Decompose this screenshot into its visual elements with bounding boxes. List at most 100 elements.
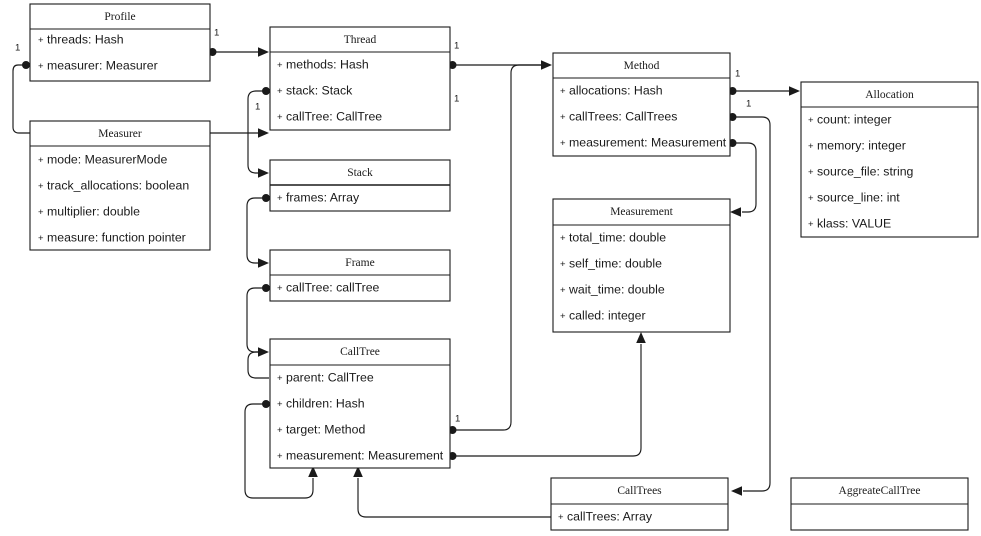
class-attr-measurement-1-marker: + <box>560 259 566 270</box>
edge-method-measurement-measurement[interactable] <box>728 138 757 217</box>
class-box-thread[interactable]: Thread + methods: Hash + stack: Stack + … <box>269 26 451 131</box>
class-attr-stack-0-marker: + <box>277 193 283 204</box>
class-attr-calltree-0-marker: + <box>277 373 283 384</box>
multiplicity-label: 1 <box>455 414 460 425</box>
class-attr-measurement-1: self_time: double <box>569 256 662 270</box>
class-attr-measurement-3: called: integer <box>569 308 646 322</box>
class-attr-profile-0-marker: + <box>38 35 44 46</box>
class-attr-calltree-3: measurement: Measurement <box>286 448 444 462</box>
multiplicity-label: 1 <box>15 43 20 54</box>
edge-calltree-target-method[interactable] <box>448 64 545 434</box>
class-attr-profile-1-marker: + <box>38 61 44 72</box>
edge-calltree-parent-self[interactable] <box>247 351 269 379</box>
edge-stack-frames-frame[interactable] <box>246 193 270 268</box>
class-attr-measurer-1-marker: + <box>38 181 44 192</box>
multiplicity-label: 1 <box>454 94 459 105</box>
class-attr-calltree-3-marker: + <box>277 451 283 462</box>
class-attr-calltree-2: target: Method <box>286 422 365 436</box>
class-box-stack[interactable]: Stack + frames: Array <box>269 159 451 212</box>
class-attr-method-1: callTrees: CallTrees <box>569 109 677 123</box>
class-attr-measurement-0: total_time: double <box>569 230 666 244</box>
class-attr-allocation-0: count: integer <box>817 112 892 126</box>
class-attr-measurement-2: wait_time: double <box>568 282 665 296</box>
edges-layer <box>12 47 800 518</box>
class-attr-allocation-1: memory: integer <box>817 138 906 152</box>
edge-method-calltrees-calltrees[interactable] <box>728 113 771 496</box>
class-attr-allocation-1-marker: + <box>808 141 814 152</box>
class-attr-thread-1-marker: + <box>277 86 283 97</box>
class-title-frame: Frame <box>345 257 374 269</box>
edge-calltree-measurement-measurement[interactable] <box>448 332 646 460</box>
class-title-thread: Thread <box>344 34 377 46</box>
class-title-allocation: Allocation <box>865 89 914 101</box>
class-attr-thread-2: callTree: CallTree <box>286 109 382 123</box>
class-attr-measurer-3-marker: + <box>38 233 44 244</box>
class-attr-profile-0: threads: Hash <box>47 32 124 46</box>
class-box-allocation[interactable]: Allocation + count: integer + memory: in… <box>800 81 979 238</box>
class-box-measurer[interactable]: Measurer + mode: MeasurerMode + track_al… <box>29 120 211 251</box>
class-title-aggreatecalltree: AggreateCallTree <box>839 485 921 497</box>
class-title-profile: Profile <box>104 11 135 23</box>
class-attr-method-2-marker: + <box>560 138 566 149</box>
class-attr-measurer-0-marker: + <box>38 155 44 166</box>
class-attr-frame-0-marker: + <box>277 283 283 294</box>
class-attr-calltree-2-marker: + <box>277 425 283 436</box>
class-attr-allocation-2-marker: + <box>808 167 814 178</box>
class-attr-measurer-1: track_allocations: boolean <box>47 178 189 192</box>
class-box-aggreatecalltree[interactable]: AggreateCallTree <box>790 477 969 531</box>
class-attr-allocation-4-marker: + <box>808 219 814 230</box>
class-attr-measurement-3-marker: + <box>560 311 566 322</box>
class-attr-calltree-1: children: Hash <box>286 396 365 410</box>
class-box-calltrees[interactable]: CallTrees + callTrees: Array <box>550 477 729 531</box>
class-attr-calltrees-0-marker: + <box>558 512 564 523</box>
class-attr-allocation-3-marker: + <box>808 193 814 204</box>
multiplicity-label: 1 <box>735 69 740 80</box>
class-title-measurer: Measurer <box>98 128 142 140</box>
class-title-method: Method <box>624 60 660 72</box>
class-box-calltree[interactable]: CallTree + parent: CallTree + children: … <box>269 338 451 469</box>
class-attr-measurer-2: multiplier: double <box>47 204 140 218</box>
class-attr-method-0: allocations: Hash <box>569 83 663 97</box>
class-attr-method-1-marker: + <box>560 112 566 123</box>
class-attr-stack-0: frames: Array <box>286 190 360 204</box>
multiplicity-label: 1 <box>454 41 459 52</box>
class-attr-allocation-2: source_file: string <box>817 164 914 178</box>
class-attr-thread-0-marker: + <box>277 60 283 71</box>
class-attr-frame-0: callTree: callTree <box>286 280 380 294</box>
edge-calltrees-calltree[interactable] <box>353 466 551 518</box>
class-box-method[interactable]: Method + allocations: Hash + callTrees: … <box>552 52 731 157</box>
class-attr-thread-2-marker: + <box>277 112 283 123</box>
class-attr-measurer-2-marker: + <box>38 207 44 218</box>
class-attr-measurer-0: mode: MeasurerMode <box>47 152 167 166</box>
class-title-calltree: CallTree <box>340 346 380 358</box>
multiplicity-label: 1 <box>746 99 751 110</box>
edge-profile-threads-thread[interactable] <box>208 47 269 57</box>
class-attr-profile-1: measurer: Measurer <box>47 58 158 72</box>
class-attr-allocation-3: source_line: int <box>817 190 900 204</box>
multiplicity-labels-layer: 1 1 1 1 1 1 1 1 <box>15 28 751 425</box>
class-title-stack: Stack <box>347 167 373 179</box>
edge-method-allocations-allocation[interactable] <box>728 86 800 96</box>
class-attr-measurement-0-marker: + <box>560 233 566 244</box>
class-box-profile[interactable]: Profile + threads: Hash + measurer: Meas… <box>29 3 211 82</box>
edge-calltree-children-self[interactable] <box>244 399 318 499</box>
multiplicity-label: 1 <box>214 28 219 39</box>
class-attr-method-2: measurement: Measurement <box>569 135 727 149</box>
class-attr-calltree-0: parent: CallTree <box>286 370 374 384</box>
class-attr-allocation-4: klass: VALUE <box>817 216 891 230</box>
class-attr-measurer-3: measure: function pointer <box>47 230 186 244</box>
class-attr-calltrees-0: callTrees: Array <box>567 509 653 523</box>
edge-profile-measurer-measurer[interactable] <box>12 61 269 138</box>
class-title-measurement: Measurement <box>610 206 673 218</box>
class-attr-allocation-0-marker: + <box>808 115 814 126</box>
class-box-frame[interactable]: Frame + callTree: callTree <box>269 249 451 302</box>
multiplicity-label: 1 <box>255 102 260 113</box>
class-box-measurement[interactable]: Measurement + total_time: double + self_… <box>552 198 731 333</box>
class-attr-thread-0: methods: Hash <box>286 57 369 71</box>
class-attr-method-0-marker: + <box>560 86 566 97</box>
class-title-calltrees: CallTrees <box>617 485 662 497</box>
class-attr-calltree-1-marker: + <box>277 399 283 410</box>
edge-frame-calltree-calltree[interactable] <box>246 283 270 357</box>
